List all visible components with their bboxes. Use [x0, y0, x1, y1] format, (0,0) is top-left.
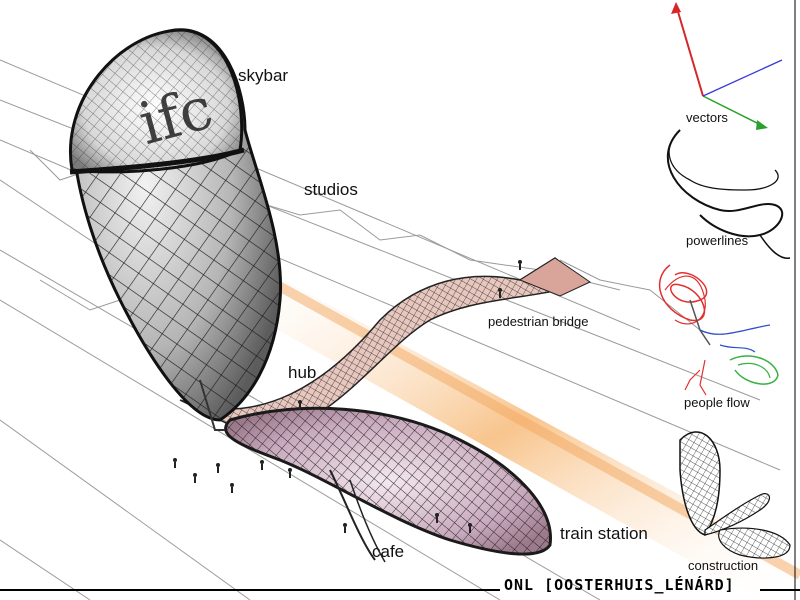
label-train-station: train station [560, 524, 648, 544]
label-powerlines: powerlines [686, 233, 748, 248]
label-studios: studios [304, 180, 358, 200]
label-vectors: vectors [686, 110, 728, 125]
label-construction: construction [688, 558, 758, 573]
credit-text: ONL [OOSTERHUIS_LÉNÁRD] [504, 576, 735, 594]
label-people-flow: people flow [684, 395, 750, 410]
label-pedestrian-bridge: pedestrian bridge [488, 314, 588, 329]
people-flow-diagram [660, 265, 778, 395]
tower: ifc [70, 30, 281, 430]
label-hub: hub [288, 363, 316, 383]
label-skybar: skybar [238, 66, 288, 86]
label-cafe: cafe [372, 542, 404, 562]
